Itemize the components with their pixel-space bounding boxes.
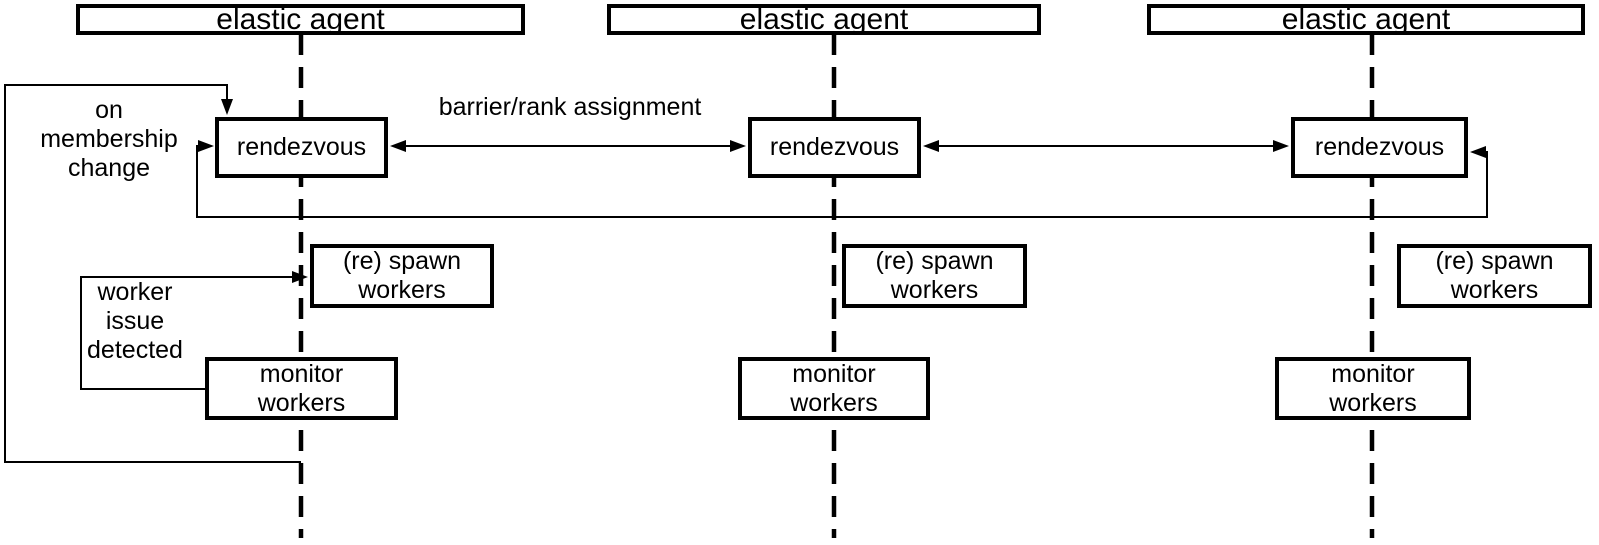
on-membership-change-note: on membership change: [40, 96, 178, 182]
elastic-agent-box-3: elastic agent: [1147, 4, 1585, 35]
membership-loop-arrow-icon: [4, 84, 301, 463]
monitor-workers-box-1: monitor workers: [205, 357, 398, 420]
monitor-workers-box-3: monitor workers: [1275, 357, 1471, 420]
rendezvous-box-2: rendezvous: [748, 117, 921, 178]
worker-issue-loop-arrow-icon: [80, 271, 308, 390]
elastic-agent-box-2: elastic agent: [607, 4, 1041, 35]
elastic-agent-box-1: elastic agent: [76, 4, 525, 35]
barrier-arrow-right-icon: [923, 140, 1289, 152]
respawn-workers-box-3: (re) spawn workers: [1397, 244, 1592, 308]
barrier-arrow-left-icon: [390, 140, 746, 152]
worker-issue-detected-note: worker issue detected: [87, 278, 183, 364]
monitor-workers-box-2: monitor workers: [738, 357, 930, 420]
barrier-rank-assignment-note: barrier/rank assignment: [438, 93, 702, 121]
respawn-workers-box-2: (re) spawn workers: [842, 244, 1027, 308]
rendezvous-loop-arrow-icon: [196, 140, 1488, 218]
rendezvous-box-3: rendezvous: [1291, 117, 1468, 178]
respawn-workers-box-1: (re) spawn workers: [310, 244, 494, 308]
rendezvous-box-1: rendezvous: [215, 117, 388, 178]
